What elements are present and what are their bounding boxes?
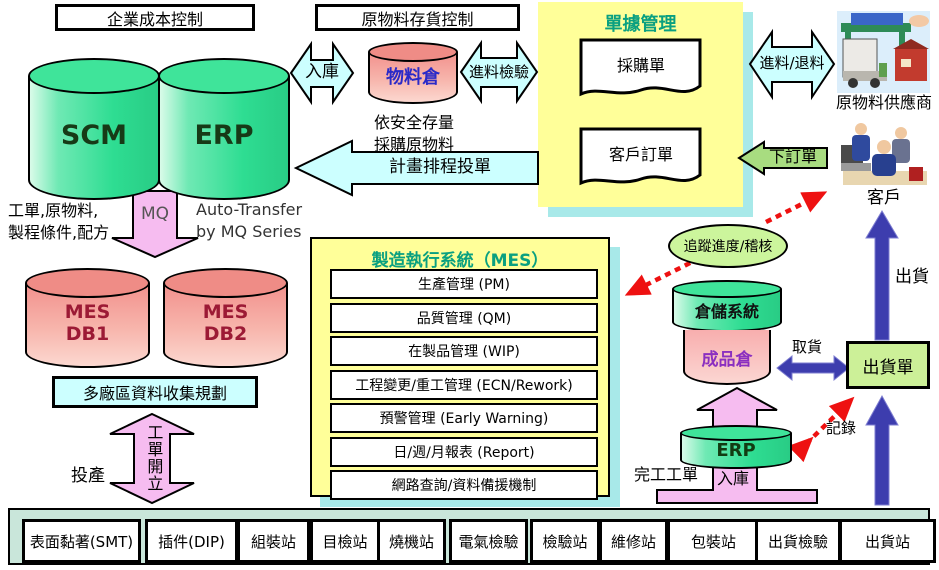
mes-title: 製造執行系統（MES） bbox=[371, 251, 549, 271]
warehouse-system-top bbox=[672, 280, 782, 298]
station-inspection[interactable]: 檢驗站 bbox=[530, 519, 600, 563]
finished-goods-body bbox=[683, 330, 771, 385]
mes-panel: 製造執行系統（MES） 生產管理 (PM) 品質管理 (QM) 在製品管理 (W… bbox=[310, 237, 610, 500]
ship-label: 出貨 bbox=[895, 267, 929, 287]
finished-goods-warehouse[interactable]: 成品倉 bbox=[683, 330, 771, 385]
multi-site-box: 多廠區資料收集規劃 bbox=[52, 376, 258, 408]
customer-order-doc[interactable]: 客戶訂單 bbox=[579, 127, 703, 193]
mes-item-pm[interactable]: 生產管理 (PM) bbox=[330, 269, 598, 299]
scm-label: SCM bbox=[60, 119, 128, 151]
mes-item-qm[interactable]: 品質管理 (QM) bbox=[330, 303, 598, 333]
shipping-order-box[interactable]: 出貨單 bbox=[846, 341, 930, 389]
doc-mgmt-title: 單據管理 bbox=[604, 14, 677, 35]
station-smt[interactable]: 表面黏著(SMT) bbox=[22, 519, 141, 563]
erp-lower-database[interactable]: ERP bbox=[680, 425, 792, 469]
station-repair[interactable]: 維修站 bbox=[599, 519, 668, 563]
customer-image bbox=[839, 119, 929, 185]
material-warehouse-label: 物料倉 bbox=[386, 67, 440, 88]
supplier-label: 原物料供應商 bbox=[835, 93, 932, 112]
arrow-work-order-create bbox=[109, 412, 195, 505]
raw-inventory-box: 原物料存貨控制 bbox=[315, 4, 520, 31]
pick-goods-label: 取貨 bbox=[791, 338, 822, 356]
material-warehouse[interactable]: 物料倉 bbox=[368, 42, 458, 104]
red-dotted-record bbox=[787, 396, 855, 463]
mq-label: MQ bbox=[140, 204, 170, 224]
incoming-return-label: 進料/退料 bbox=[759, 54, 825, 72]
arrow-ship-upper bbox=[865, 210, 899, 341]
mes-item-warning[interactable]: 預警管理 (Early Warning) bbox=[330, 403, 598, 433]
enterprise-cost-box: 企業成本控制 bbox=[55, 4, 255, 31]
arrow-place-order bbox=[737, 140, 828, 176]
erp-label: ERP bbox=[194, 119, 254, 151]
arrow-pick-goods bbox=[776, 354, 850, 382]
station-assembly[interactable]: 組裝站 bbox=[237, 519, 310, 563]
mes-db2-top bbox=[163, 268, 288, 298]
inbound-arrow-label: 入庫 bbox=[305, 62, 339, 82]
track-audit-ellipse: 追蹤進度/稽核 bbox=[668, 224, 788, 268]
warehouse-system-label: 倉儲系統 bbox=[694, 302, 759, 321]
plan-schedule-label: 計畫排程投單 bbox=[389, 157, 491, 177]
mes-db2[interactable]: MES DB2 bbox=[163, 268, 288, 368]
arrow-incoming-return bbox=[748, 28, 836, 101]
station-shipping[interactable]: 出貨站 bbox=[839, 519, 936, 563]
station-packing[interactable]: 包裝站 bbox=[667, 519, 760, 563]
erp-cylinder-body bbox=[158, 76, 290, 200]
incoming-inspection-label: 進料檢驗 bbox=[468, 63, 529, 81]
mes-item-wip[interactable]: 在製品管理 (WIP) bbox=[330, 336, 598, 366]
place-order-label: 下訂單 bbox=[768, 147, 817, 166]
mes-db1[interactable]: MES DB1 bbox=[25, 268, 150, 368]
scm-cylinder-body bbox=[28, 76, 160, 200]
arrow-mq-transfer bbox=[111, 190, 199, 259]
purchase-order-label: 採購單 bbox=[616, 56, 665, 75]
mes-db2-label: MES DB2 bbox=[202, 301, 249, 345]
erp-cylinder-top bbox=[158, 58, 290, 94]
erp-lower-label: ERP bbox=[716, 439, 756, 461]
material-warehouse-top bbox=[368, 42, 458, 62]
mes-item-backup[interactable]: 網路查詢/資料備援機制 bbox=[330, 470, 598, 500]
to-production-label: 投產 bbox=[71, 466, 105, 486]
auto-transfer-text: Auto-Transfer by MQ Series bbox=[196, 200, 303, 241]
customer-order-label: 客戶訂單 bbox=[608, 145, 673, 164]
purchase-order-shape bbox=[579, 38, 702, 97]
warehouse-in-label: 入庫 bbox=[717, 469, 750, 488]
supplier-image bbox=[837, 11, 930, 93]
mes-db1-top bbox=[25, 268, 150, 298]
station-electrical-test[interactable]: 電氣檢驗 bbox=[449, 519, 528, 563]
safety-stock-text: 依安全存量 採購原物料 bbox=[374, 113, 455, 155]
purchase-order-doc[interactable]: 採購單 bbox=[579, 38, 703, 104]
station-dip[interactable]: 插件(DIP) bbox=[145, 519, 238, 563]
scm-database[interactable]: SCM bbox=[28, 58, 160, 200]
record-label: 記錄 bbox=[826, 419, 857, 437]
finished-goods-label: 成品倉 bbox=[701, 350, 753, 370]
customer-order-shape bbox=[579, 127, 702, 186]
mes-item-ecn[interactable]: 工程變更/重工管理 (ECN/Rework) bbox=[330, 370, 598, 400]
red-dotted-track-customer bbox=[764, 191, 828, 225]
scm-cylinder-top bbox=[28, 58, 160, 94]
arrow-ship-lower bbox=[865, 394, 899, 506]
erp-database[interactable]: ERP bbox=[158, 58, 290, 200]
red-dotted-track-mes bbox=[624, 255, 702, 296]
arrow-inbound bbox=[289, 40, 355, 106]
mes-item-report[interactable]: 日/週/月報表 (Report) bbox=[330, 437, 598, 467]
production-line-strip: 表面黏著(SMT) 插件(DIP) 組裝站 目檢站 燒機站 電氣檢驗 檢驗站 維… bbox=[8, 508, 936, 565]
work-order-materials-text: 工單,原物料, 製程條件,配方 bbox=[8, 201, 110, 242]
arrow-incoming-inspection bbox=[459, 39, 539, 105]
arrow-plan-schedule bbox=[293, 139, 539, 197]
warehouse-system[interactable]: 倉儲系統 bbox=[672, 280, 782, 332]
work-order-create-label: 工單開立 bbox=[144, 424, 164, 492]
customer-label: 客戶 bbox=[867, 188, 901, 208]
completed-work-order-label: 完工工單 bbox=[634, 465, 699, 484]
mes-db1-label: MES DB1 bbox=[64, 301, 111, 345]
station-burn-in[interactable]: 燒機站 bbox=[377, 519, 446, 563]
